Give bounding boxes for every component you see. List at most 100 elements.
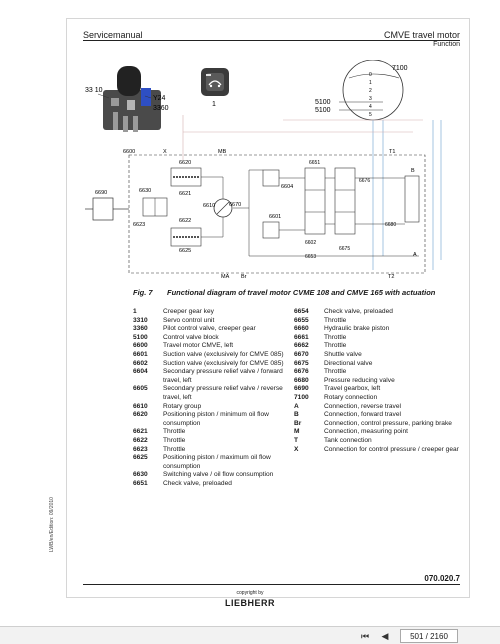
- label-6690: 6690: [95, 190, 107, 196]
- legend-code: 7100: [294, 393, 309, 401]
- legend-code: 6655: [294, 316, 309, 324]
- legend-code: 6610: [133, 402, 148, 410]
- legend-code: 6690: [294, 385, 309, 393]
- legend-description: Throttle: [324, 316, 347, 324]
- legend-code: 6651: [133, 479, 148, 487]
- label-t2: T2: [388, 274, 394, 280]
- legend-description: Travel motor CMVE, left: [163, 342, 234, 350]
- legend-description: Connection, control pressure, parking br…: [324, 419, 452, 427]
- label-6621: 6621: [179, 191, 191, 197]
- legend-description: Rotary group: [163, 402, 202, 410]
- page-indicator[interactable]: 501 / 2160: [400, 629, 458, 643]
- legend-row: 6662 Throttle: [294, 342, 460, 351]
- label-3310: 33 10: [85, 87, 103, 94]
- legend-description: Secondary pressure relief valve / forwar…: [163, 368, 283, 384]
- legend-description: Throttle: [324, 333, 347, 341]
- motor-frame: [128, 154, 426, 274]
- legend-code: 6604: [133, 368, 148, 376]
- legend-description: Travel gearbox, left: [324, 385, 381, 393]
- legend-row: 6655 Throttle: [294, 317, 460, 326]
- legend-code: 6675: [294, 359, 309, 367]
- legend-code: T: [294, 436, 299, 444]
- legend-description: Check valve, preloaded: [163, 479, 232, 487]
- legend-description: Pilot control valve, creeper gear: [163, 325, 256, 333]
- label-6604: 6604: [281, 184, 293, 190]
- label-6630: 6630: [139, 188, 151, 194]
- legend-description: Throttle: [324, 342, 347, 350]
- legend-code: X: [294, 445, 299, 453]
- label-x: X: [163, 149, 167, 155]
- legend-description: Suction valve (exclusively for CMVE 085): [163, 359, 284, 367]
- legend-code: 3360: [133, 325, 148, 333]
- legend-code: 5100: [133, 333, 148, 341]
- label-mb: MB: [218, 149, 227, 155]
- travel-gearbox: [85, 197, 129, 221]
- header-title: Servicemanual: [83, 30, 143, 40]
- document-number: 070.020.7: [424, 574, 460, 583]
- label-1: 1: [212, 101, 216, 108]
- label-6653: 6653: [305, 254, 316, 260]
- copyright-text: copyright by: [236, 590, 264, 596]
- legend-code: 6620: [133, 411, 148, 419]
- legend-description: Check valve, preloaded: [324, 308, 393, 315]
- port-0: 0: [369, 72, 372, 78]
- skip-back-icon[interactable]: ⏮: [360, 630, 370, 641]
- legend-code: 6662: [294, 342, 309, 350]
- header-subtitle: Function: [433, 41, 460, 48]
- label-b: B: [411, 168, 415, 174]
- label-6675: 6675: [339, 246, 350, 252]
- port-5: 5: [369, 112, 372, 118]
- legend-description: Throttle: [163, 428, 186, 436]
- legend-description: Pressure reducing valve: [324, 376, 395, 384]
- liebherr-logo: LIEBHERR: [224, 598, 275, 608]
- label-y24: Y24: [153, 95, 166, 102]
- viewer-toolbar: ⏮ ◀ 501 / 2160: [0, 626, 500, 644]
- legend-row: 6604 Secondary pressure relief valve / fo…: [133, 368, 293, 385]
- legend-code: 1: [133, 308, 137, 315]
- label-6625: 6625: [179, 248, 191, 254]
- label-6623: 6623: [133, 222, 145, 228]
- legend-code: Br: [294, 419, 302, 427]
- legend-code: M: [294, 428, 300, 436]
- edition-note: LWB/en/Edition: 09/2010: [49, 497, 55, 552]
- servo-control-unit: [103, 66, 161, 132]
- label-6676: 6676: [359, 178, 370, 184]
- legend-description: Connection for control pressure / creepe…: [324, 445, 459, 453]
- label-3360: 3360: [153, 105, 169, 112]
- label-t1: T1: [389, 149, 395, 155]
- previous-icon[interactable]: ◀: [381, 630, 389, 641]
- port-4: 4: [369, 104, 372, 110]
- legend-row: 1 Creeper gear key: [133, 308, 293, 317]
- label-7100: 7100: [392, 65, 408, 72]
- legend-description: Connection, reverse travel: [324, 402, 401, 410]
- legend-description: Switching valve / oil flow consumption: [163, 471, 274, 479]
- label-6670: 6670: [229, 202, 241, 208]
- legend-description: Creeper gear key: [163, 308, 214, 315]
- label-a: A: [413, 252, 417, 258]
- label-5100-a: 5100: [315, 99, 331, 106]
- legend-description: Tank connection: [324, 436, 372, 444]
- port-2: 2: [369, 88, 372, 94]
- legend-description: Shuttle valve: [324, 350, 362, 358]
- legend-code: 6625: [133, 454, 148, 462]
- header-section-title: CMVE travel motor: [383, 30, 460, 40]
- legend-code: 3310: [133, 316, 148, 324]
- legend-code: 6670: [294, 350, 309, 358]
- legend-row: 6690 Travel gearbox, left: [294, 385, 460, 394]
- creeper-gear-key-icon: [201, 68, 229, 96]
- label-6602: 6602: [305, 240, 316, 246]
- port-1: 1: [369, 80, 372, 86]
- legend-description: Secondary pressure relief valve / revers…: [163, 385, 283, 401]
